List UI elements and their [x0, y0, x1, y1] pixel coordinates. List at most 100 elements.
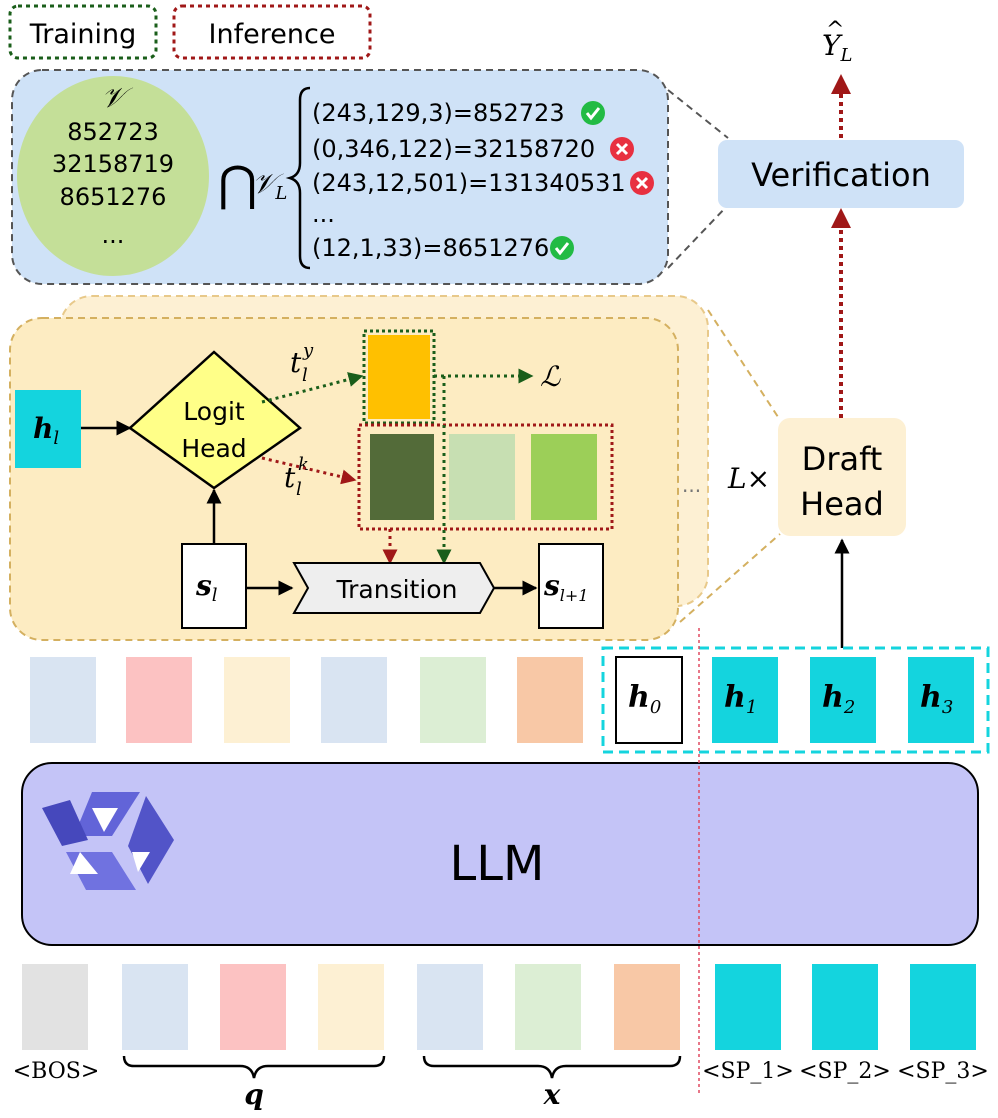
- vocab-item: 8651276: [60, 183, 167, 211]
- special-token-block: [715, 964, 781, 1050]
- candidate-item: (12,1,33)=8651276: [312, 234, 549, 262]
- tk-sub: l: [296, 479, 302, 500]
- tk-base: t: [284, 461, 296, 494]
- candidate-token-block: [449, 434, 515, 520]
- sp-label: <SP_3>: [897, 1059, 989, 1084]
- candidate-item: (243,12,501)=131340531: [312, 169, 626, 197]
- zoom-line: [667, 89, 729, 139]
- input-token-block: [417, 964, 483, 1050]
- ty-sub: l: [302, 365, 308, 386]
- h1-base: h: [724, 680, 746, 715]
- svg-text:h2: h2: [822, 680, 855, 718]
- ty-sup: y: [302, 340, 314, 361]
- check-icon: [550, 236, 574, 260]
- output-label-sub: L: [839, 45, 852, 66]
- x-brace: [422, 1055, 682, 1079]
- hl-sub: l: [53, 428, 59, 449]
- state-s-next: [538, 543, 604, 629]
- hidden-token-block: [420, 657, 486, 743]
- verification-panel: 𝒱 852723 32158719 8651276 ... ⋂ 𝒱L (243,…: [11, 69, 729, 285]
- inference-arrow: [261, 456, 357, 485]
- legend: Training Inference: [8, 4, 372, 60]
- logit-head-label: Head: [181, 434, 246, 463]
- sp-label: <SP_2>: [799, 1059, 891, 1084]
- input-token-block: [22, 964, 88, 1050]
- cross-icon: [610, 137, 634, 161]
- vocab-item: ...: [102, 221, 125, 249]
- q-label: q: [244, 1078, 264, 1111]
- hidden-token-block: [224, 657, 290, 743]
- llm-logo-icon: [42, 792, 174, 890]
- h0-sub: 0: [650, 697, 661, 718]
- candidate-item: ...: [312, 200, 335, 228]
- training-arrow: [261, 372, 364, 404]
- tk-sup: k: [298, 454, 309, 475]
- hidden-state-h3: [908, 657, 974, 743]
- candidate-list: (243,129,3)=852723 (0,346,122)=32158720 …: [312, 99, 654, 262]
- svg-text:t: t: [290, 346, 302, 379]
- loss-symbol: ℒ: [540, 360, 561, 393]
- output-label: YL ^: [822, 18, 852, 66]
- zoom-line: [667, 204, 729, 269]
- snext-sub: l+1: [560, 586, 589, 605]
- h3-sub: 3: [942, 697, 953, 718]
- svg-text:h1: h1: [724, 680, 757, 718]
- hidden-state-h1: [712, 657, 778, 743]
- vocab-item: 32158719: [52, 150, 174, 178]
- sl-sub: l: [212, 585, 218, 606]
- transition-label: Transition: [336, 575, 458, 604]
- sl-base: s: [195, 569, 212, 602]
- intersection-symbol: ⋂: [218, 156, 257, 212]
- legend-inference-label: Inference: [209, 19, 336, 50]
- svg-text:L×: L×: [727, 462, 770, 495]
- input-token-block: [515, 964, 581, 1050]
- llm-label: LLM: [450, 836, 545, 892]
- draft-head-box: [778, 418, 906, 536]
- input-token-block: [614, 964, 680, 1050]
- target-token-block: [368, 335, 430, 419]
- h1-sub: 1: [746, 697, 757, 718]
- zoom-line: [707, 309, 781, 421]
- x-label: x: [543, 1078, 561, 1111]
- hidden-token-block: [321, 657, 387, 743]
- candidate-token-block: [370, 434, 434, 520]
- candidate-token-frame: [357, 423, 614, 531]
- h3-base: h: [920, 680, 942, 715]
- logit-head-label: Logit: [183, 397, 245, 426]
- vocab-ellipse: [17, 76, 209, 276]
- special-token-block: [812, 964, 878, 1050]
- repeat-L: L: [727, 462, 747, 495]
- svg-text:h0: h0: [628, 680, 661, 718]
- ty-base: t: [290, 346, 302, 379]
- bos-label: <BOS>: [13, 1059, 100, 1084]
- sub-vocab-sub: L: [274, 183, 287, 204]
- candidate-brace: [285, 86, 311, 270]
- draft-head-label: Draft: [802, 440, 883, 478]
- hidden-state-h2: [810, 657, 876, 743]
- hidden-token-block: [517, 657, 583, 743]
- input-token-block: [318, 964, 384, 1050]
- cross-icon: [630, 171, 654, 195]
- hidden-token-block: [30, 657, 96, 743]
- legend-training-box: [8, 4, 158, 60]
- hidden-states-row: h0 h1 h2 h3: [30, 646, 990, 754]
- hidden-token-block: [126, 657, 192, 743]
- zoom-line: [679, 533, 781, 623]
- hidden-state-h0: [615, 656, 683, 744]
- special-token-block: [910, 964, 976, 1050]
- draft-head-label: Head: [800, 485, 884, 523]
- svg-text:YL: YL: [822, 29, 852, 66]
- q-brace: [122, 1055, 386, 1079]
- snext-base: s: [543, 569, 560, 602]
- sp-label: <SP_1>: [702, 1059, 794, 1084]
- input-tokens-row: <BOS> q x <SP_1> <SP_2> <SP_3>: [13, 964, 989, 1111]
- svg-text:t: t: [284, 461, 296, 494]
- repeat-times: ×: [747, 462, 770, 495]
- transition-block: [292, 562, 496, 614]
- verification-box: [718, 140, 964, 208]
- input-token-block: [122, 964, 188, 1050]
- candidate-item: (243,129,3)=852723: [312, 99, 565, 127]
- output-label-base: Y: [822, 29, 843, 62]
